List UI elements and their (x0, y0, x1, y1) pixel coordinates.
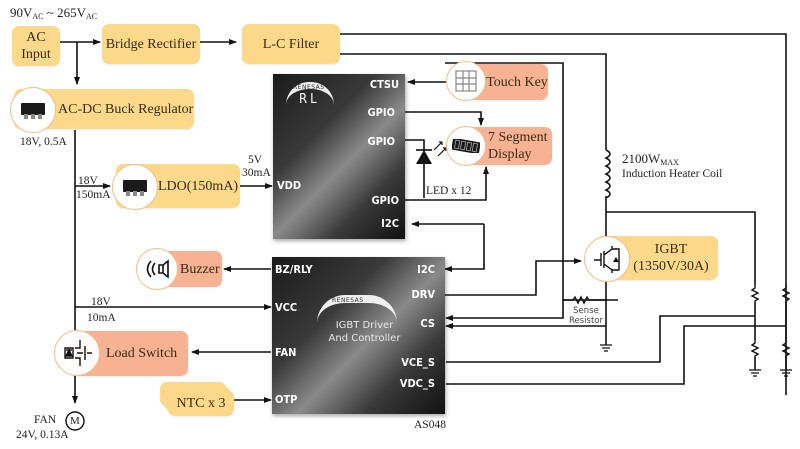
sense-resistor-label: Sense Resistor (566, 306, 606, 326)
driver-title: IGBT Driver And Controller (312, 319, 417, 345)
input-voltage-label: 90VAC ~ 265VAC (10, 6, 97, 23)
mosfet-icon (54, 330, 100, 376)
pin-vdc-s: VDC_S (399, 377, 435, 390)
seven-segment-line1: 7 Segment (488, 130, 548, 145)
ldo-label: LDO(150mA) (158, 178, 239, 194)
coil-power-label: 2100WMAX (622, 152, 679, 169)
divider-resistor-1 (750, 285, 760, 302)
driver-brand: RENESAS (332, 297, 364, 304)
pin-gpio-3: GPIO (371, 194, 399, 207)
ldo-ic-icon (112, 164, 158, 210)
ntc-label: NTC x 3 (176, 395, 226, 411)
bridge-rectifier-block: Bridge Rectifier (102, 24, 200, 64)
buck-regulator-label: AC-DC Buck Regulator (58, 101, 194, 117)
wire-gpio-to-7seg-bottom (405, 166, 489, 201)
led-icon (416, 141, 447, 164)
ac-input-block: AC Input (12, 26, 60, 66)
ldo-input-current: 150mA (76, 189, 111, 201)
voltage-min: 90V (10, 5, 33, 20)
ac-input-line1: AC (26, 30, 46, 45)
coil-power-sub: MAX (660, 158, 679, 167)
wire-lc-top-rail (340, 33, 787, 395)
coil-power: 2100W (622, 151, 661, 166)
inductor-coil (604, 149, 611, 199)
wire-gpio-to-7seg (405, 111, 484, 126)
pin-vce-s: VCE_S (401, 356, 435, 369)
wire-cs-1 (445, 300, 564, 321)
part-number: AS048 (414, 419, 446, 431)
fan-label: FAN (34, 414, 57, 426)
vcc-voltage-label: 18V (91, 296, 111, 308)
touch-key-label: Touch Key (486, 74, 548, 90)
wire-i2c-link (444, 224, 485, 272)
pin-otp: OTP (275, 393, 298, 406)
load-switch-label: Load Switch (106, 346, 178, 361)
ac-input-line2: Input (21, 47, 51, 62)
sense-resistor (563, 295, 606, 305)
rl-mcu-chip: RENESAS RL CTSU GPIO GPIO GPIO I2C VDD (273, 74, 405, 239)
divider-resistor-4 (781, 340, 791, 357)
voltage-min-unit: AC (32, 12, 44, 21)
driver-title-line2: And Controller (328, 333, 401, 344)
rl-family-label: RL (299, 92, 320, 107)
wire-lc-bottom-rail (340, 53, 607, 150)
lc-filter-block: L-C Filter (242, 24, 340, 64)
buck-ic-icon (10, 87, 56, 133)
fan-motor-symbol: M (70, 415, 80, 427)
wire-vdc-s (446, 325, 786, 385)
igbt-line1: IGBT (654, 242, 688, 257)
rl-brand: RENESAS (293, 84, 325, 91)
pin-cs: CS (420, 317, 435, 330)
led-count-label: LED x 12 (426, 185, 472, 197)
pin-gpio-2: GPIO (367, 135, 395, 148)
pin-ctsu: CTSU (369, 78, 399, 91)
lc-filter-label: L-C Filter (262, 36, 320, 52)
sense-resistor-line1: Sense (573, 306, 599, 316)
buzzer-label: Buzzer (180, 261, 220, 277)
touch-key-icon (446, 61, 486, 101)
vcc-current-label: 10mA (87, 312, 116, 324)
igbt-driver-chip: RENESAS IGBT Driver And Controller BZ/RL… (272, 257, 445, 414)
seven-segment-icon (446, 126, 486, 166)
renesas-logo-rl (286, 82, 334, 105)
seven-segment-line2: Display (488, 147, 532, 162)
driver-title-line1: IGBT Driver (335, 320, 394, 331)
voltage-sep: ~ (43, 5, 58, 20)
buck-output-label: 18V, 0.5A (20, 136, 67, 148)
fan-motor-icon (65, 411, 85, 431)
fan-spec-label: 24V, 0.13A (16, 429, 69, 441)
pin-vdd: VDD (277, 179, 302, 192)
pin-i2c-rl: I2C (381, 217, 399, 230)
pin-gpio-1: GPIO (367, 106, 395, 119)
pin-drv: DRV (411, 288, 436, 301)
pin-i2c-driver: I2C (417, 263, 435, 276)
voltage-max-unit: AC (85, 12, 98, 21)
voltage-max: 265V (57, 5, 86, 20)
divider-resistor-3 (750, 340, 760, 357)
ldo-output-current: 30mA (242, 167, 271, 179)
coil-name-label: Induction Heater Coil (622, 168, 723, 180)
ldo-output-voltage: 5V (248, 154, 263, 166)
ground-symbols (600, 344, 792, 377)
wire-collector-to-divider (606, 211, 756, 285)
igbt-line2: (1350V/30A) (633, 259, 709, 274)
ldo-input-voltage: 18V (78, 175, 98, 187)
divider-resistor-2 (781, 285, 791, 302)
wire-gpio-to-led (405, 139, 425, 198)
wire-vce-s (446, 315, 755, 363)
sense-resistor-line2: Resistor (569, 316, 603, 326)
pin-bz-rly: BZ/RLY (275, 263, 313, 276)
renesas-logo-driver (317, 295, 397, 323)
bridge-rectifier-label: Bridge Rectifier (105, 36, 197, 52)
pin-fan: FAN (275, 346, 297, 359)
ntc-block: NTC x 3 (168, 390, 234, 416)
igbt-transistor-icon (584, 236, 630, 282)
pin-vcc: VCC (275, 301, 298, 314)
wire-drv-to-igbt (445, 258, 582, 296)
buzzer-speaker-icon (136, 248, 178, 290)
